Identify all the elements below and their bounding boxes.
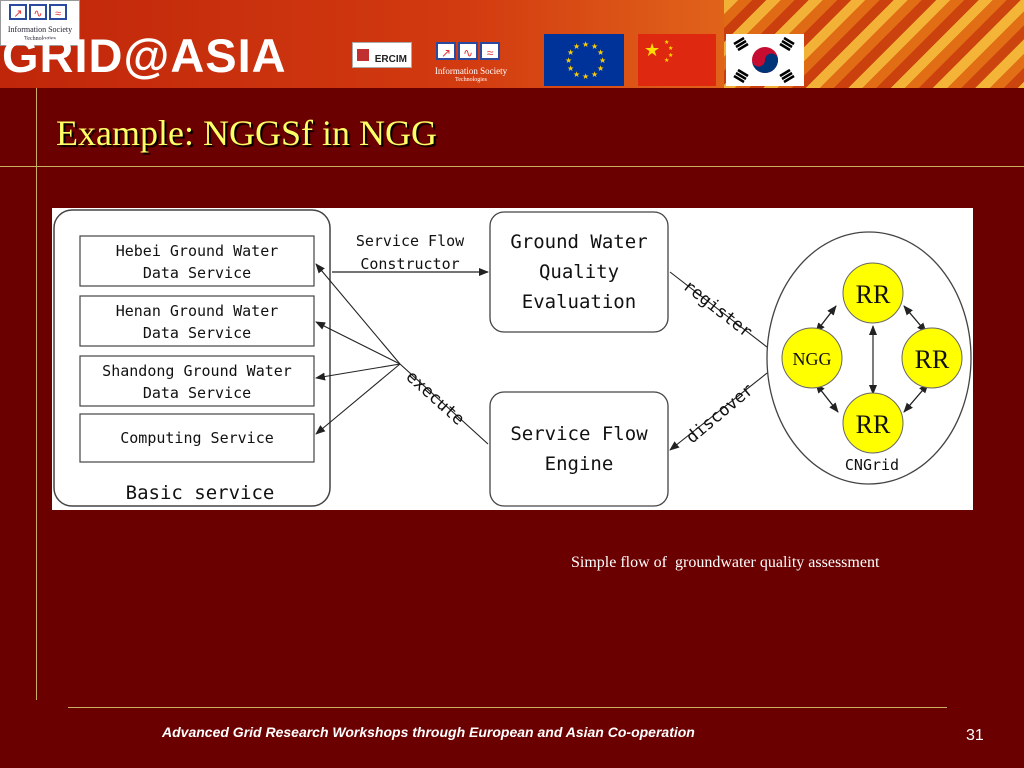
svg-text:Hebei Ground Water: Hebei Ground Water: [116, 242, 279, 260]
svg-text:★: ★: [573, 70, 580, 79]
ist-logo-small: ↗∿≈ Information Society Technologies: [428, 40, 514, 84]
svg-text:Service Flow: Service Flow: [510, 423, 648, 445]
svg-text:★: ★: [668, 45, 673, 52]
svg-text:Evaluation: Evaluation: [522, 291, 636, 313]
execute-arrows: [315, 263, 489, 445]
svg-text:★: ★: [597, 64, 604, 73]
cngrid-label: CNGrid: [845, 456, 899, 474]
svg-text:Computing Service: Computing Service: [120, 429, 274, 447]
svg-text:Engine: Engine: [545, 453, 614, 475]
svg-text:★: ★: [582, 40, 589, 49]
svg-text:NGG: NGG: [793, 349, 832, 369]
ist-logo: ↗∿≈ Information Society Technologies: [0, 0, 80, 46]
page-number: 31: [966, 727, 984, 744]
svg-text:★: ★: [567, 48, 574, 57]
engine-box: Service Flow Engine: [489, 391, 669, 507]
ngg-node: NGG: [781, 327, 843, 389]
svg-text:★: ★: [664, 39, 669, 46]
rr-node-top: RR: [842, 262, 904, 324]
svg-text:RR: RR: [915, 345, 950, 374]
service-box-hebei: Hebei Ground Water Data Service: [79, 235, 315, 287]
svg-text:Data Service: Data Service: [143, 324, 251, 342]
vertical-rule: [36, 88, 37, 700]
svg-text:★: ★: [644, 40, 660, 60]
cngrid-links: [815, 305, 929, 413]
basic-service-label: Basic service: [126, 482, 275, 504]
svg-text:★: ★: [573, 42, 580, 51]
grid-asia-logo: GRID@ASIA: [2, 29, 287, 82]
svg-text:★: ★: [668, 52, 673, 59]
svg-text:★: ★: [664, 57, 669, 64]
svg-text:★: ★: [565, 56, 572, 65]
execute-label: execute: [402, 367, 469, 430]
constructor-label: Service Flow: [356, 232, 465, 250]
header-banner: ↗∿≈ Information Society Technologies GRI…: [0, 0, 1024, 88]
svg-text:Data Service: Data Service: [143, 264, 251, 282]
figure-caption: Simple flow of groundwater quality asses…: [571, 554, 880, 571]
svg-text:RR: RR: [856, 280, 891, 309]
svg-text:Shandong Ground Water: Shandong Ground Water: [102, 362, 292, 380]
svg-text:★: ★: [599, 56, 606, 65]
service-box-henan: Henan Ground Water Data Service: [79, 295, 315, 347]
service-box-shandong: Shandong Ground Water Data Service: [79, 355, 315, 407]
footer-text: Advanced Grid Research Workshops through…: [162, 724, 695, 740]
eu-flag-icon: ★★★ ★★★ ★★★ ★★★: [544, 34, 624, 86]
flow-diagram: Basic service Hebei Ground Water Data Se…: [52, 208, 973, 510]
title-rule: [0, 166, 1024, 167]
svg-text:★: ★: [567, 64, 574, 73]
ercim-logo: ERCIM: [352, 42, 412, 68]
footer-rule: [68, 707, 947, 708]
rr-node-bottom: RR: [842, 392, 904, 454]
cngrid-ellipse: [766, 231, 972, 485]
gwqe-box: Ground Water Quality Evaluation: [489, 211, 669, 333]
svg-text:★: ★: [591, 70, 598, 79]
register-arrow: [669, 271, 777, 355]
rr-node-right: RR: [901, 327, 963, 389]
discover-arrow: [669, 365, 777, 451]
svg-text:RR: RR: [856, 410, 891, 439]
service-box-computing: Computing Service: [79, 413, 315, 463]
korea-flag-icon: [726, 34, 804, 86]
svg-text:★: ★: [582, 72, 589, 81]
slide-title: Example: NGGSf in NGG: [56, 113, 437, 153]
constructor-label-2: Constructor: [360, 255, 459, 273]
svg-text:★: ★: [591, 42, 598, 51]
svg-text:Henan Ground Water: Henan Ground Water: [116, 302, 279, 320]
register-label: register: [679, 276, 756, 342]
svg-text:Quality: Quality: [539, 261, 619, 283]
svg-text:Ground Water: Ground Water: [510, 231, 647, 253]
svg-text:★: ★: [597, 48, 604, 57]
china-flag-icon: ★★★★★: [638, 34, 716, 86]
svg-text:Data Service: Data Service: [143, 384, 251, 402]
discover-label: discover: [682, 380, 758, 448]
